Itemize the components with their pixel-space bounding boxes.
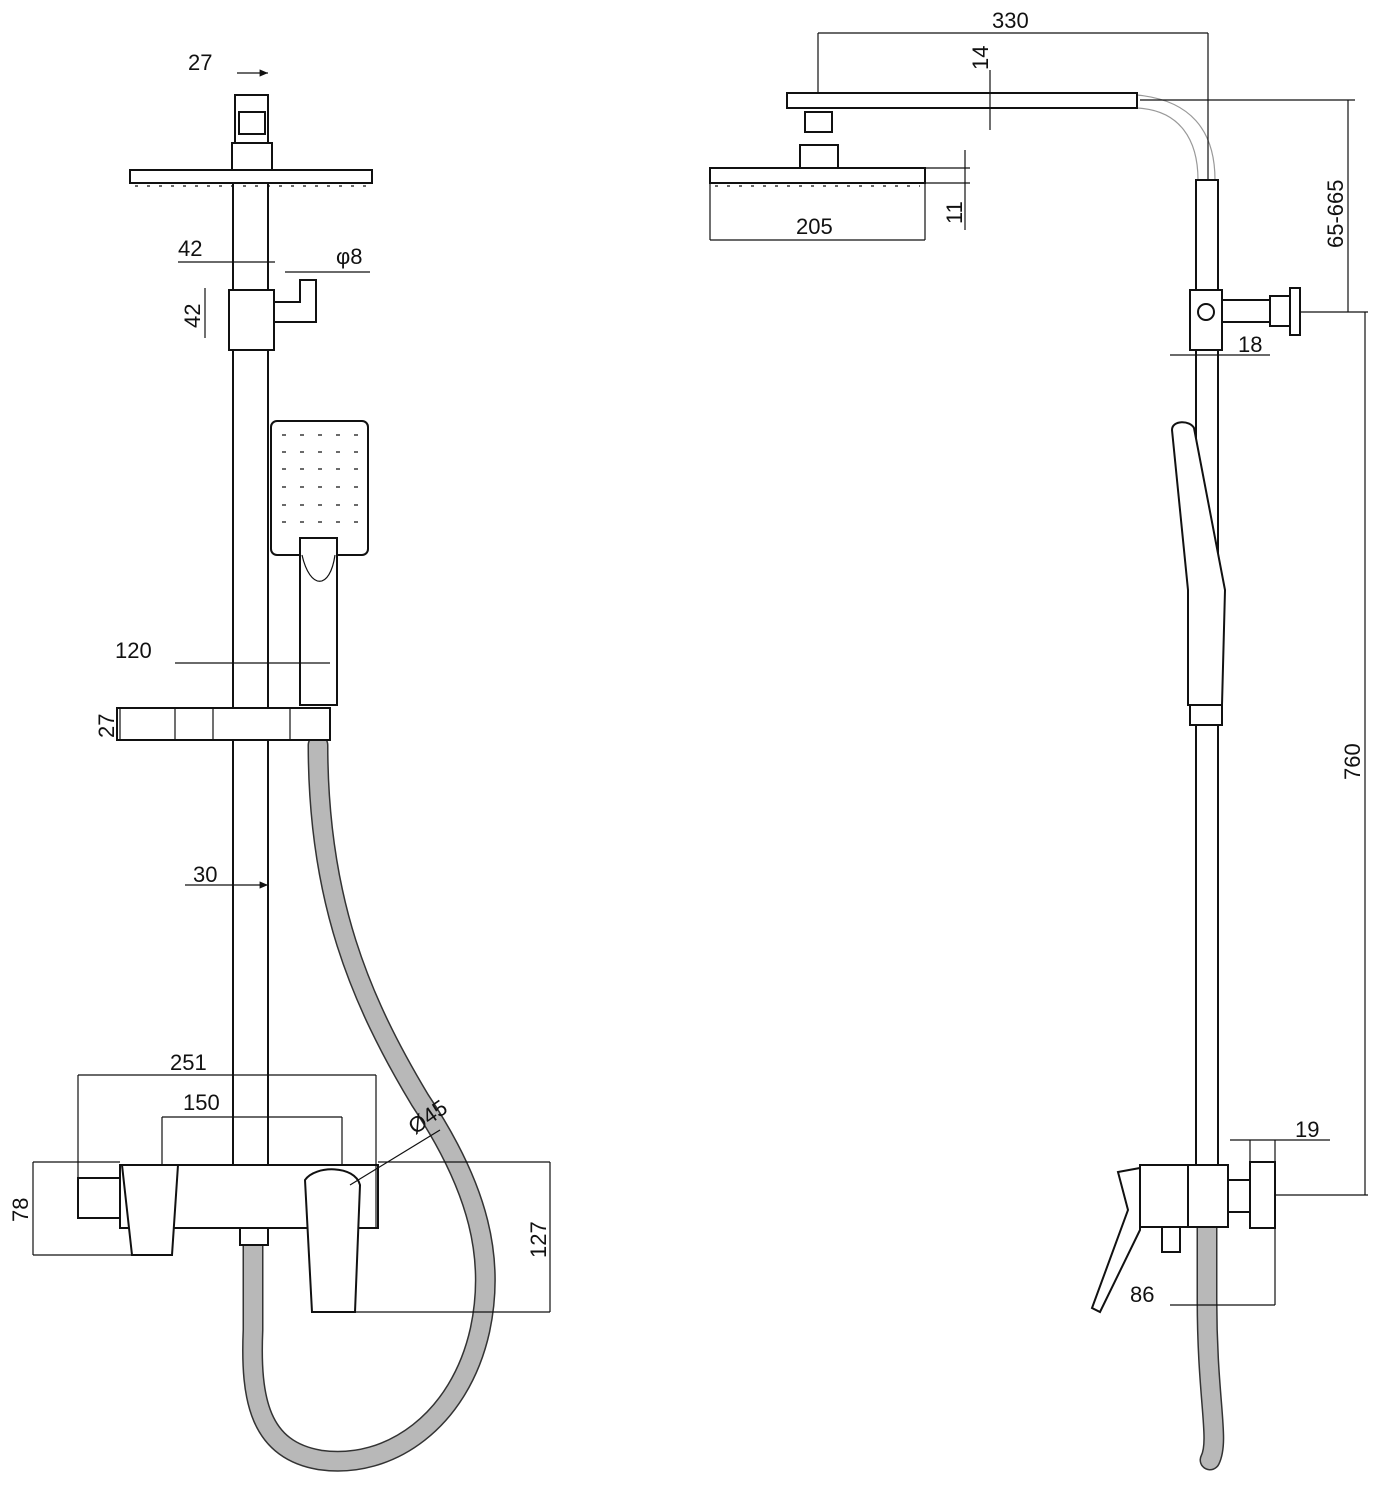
dim-top-connector: 27 [188,50,212,75]
side-arm [786,92,1138,109]
side-rain-head [709,167,926,184]
side-wall-flange [1289,287,1301,336]
dim-holder-width: 42 [178,236,202,261]
dim-holder-height: 42 [180,304,205,328]
dim-arm-length: 330 [992,8,1029,33]
nozzle-grid [282,434,362,523]
dim-shelf-length: 120 [115,638,152,663]
dim-mixer-body-height: 78 [8,1198,33,1222]
front-hand-shower-handle [299,537,338,706]
front-hand-shower [270,420,369,556]
dim-mixer-total-height: 127 [526,1221,551,1258]
dim-mixer-centers: 150 [183,1090,220,1115]
front-shelf [116,707,331,741]
dim-height-range: 65-665 [1323,179,1348,248]
dim-holder-offset: 18 [1238,332,1262,357]
dim-head-thickness: 11 [942,201,967,224]
dim-shelf-height: 27 [94,714,119,738]
dim-arm-thickness: 14 [968,46,993,70]
side-wall-plate [1249,1161,1276,1229]
front-mixer-end [77,1177,121,1219]
front-mixer-left-lever [120,1164,180,1256]
dim-head-width: 205 [796,214,833,239]
dim-pole-length: 760 [1340,743,1365,780]
dim-mixer-depth: 86 [1130,1282,1154,1307]
side-hose [1198,716,1223,1469]
front-hose [243,736,495,1471]
front-holder [228,289,275,351]
side-mixer-body [1139,1164,1189,1228]
dim-mixer-wall-offset: 19 [1295,1117,1319,1142]
front-rain-head [129,169,373,184]
side-mixer-lever [1090,1166,1141,1314]
side-view: 330 14 11 205 65-665 18 760 19 86 [709,8,1368,1471]
front-mixer-outlet [239,1227,269,1246]
front-view: 27 42 φ8 42 120 27 30 251 150 Ø45 78 127 [8,50,551,1472]
dim-pole-diameter: 30 [193,862,217,887]
dim-outlet-diameter: φ8 [336,244,363,269]
front-mixer-right-lever [303,1168,362,1313]
dim-mixer-width: 251 [170,1050,207,1075]
